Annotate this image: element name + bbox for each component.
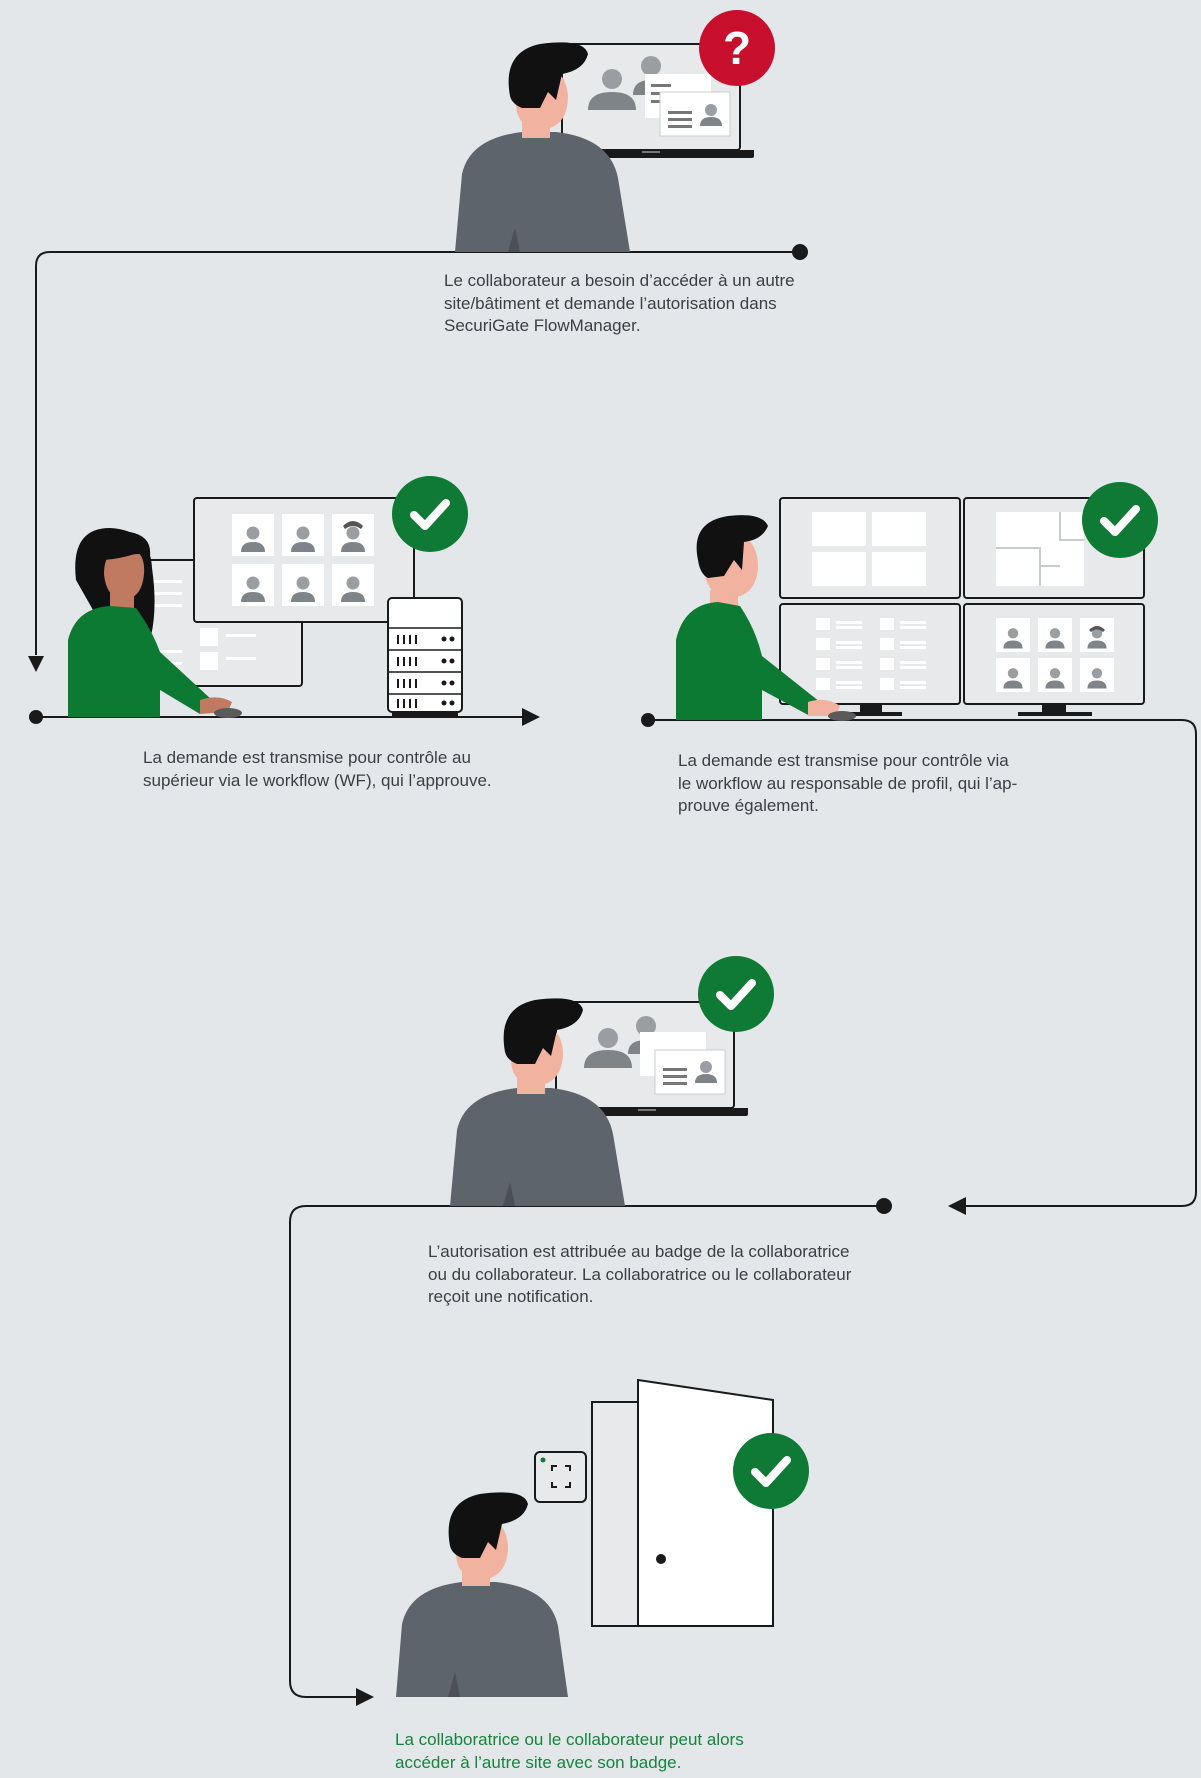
person-female-seated <box>68 528 242 718</box>
arrow-right-icon <box>522 708 540 726</box>
door-icon <box>591 1378 774 1627</box>
step5-illustration <box>396 1378 809 1697</box>
step1-illustration: ? <box>455 10 775 252</box>
person-male-back <box>455 42 630 252</box>
person-male-back <box>450 998 625 1206</box>
badge-reader-icon <box>534 1451 587 1503</box>
checkmark-icon <box>733 1433 809 1509</box>
arrow-down-icon <box>28 656 44 672</box>
step1-caption: Le collaborateur a besoin d’accéder à un… <box>444 271 795 335</box>
step4-caption: L’autorisation est attribuée au badge de… <box>428 1242 852 1306</box>
person-male-back <box>396 1492 568 1697</box>
step3-caption: La demande est transmise pour contrôle v… <box>678 751 1018 815</box>
laptop <box>556 43 754 158</box>
front-monitor-profiles <box>193 497 415 623</box>
monitor-wall <box>779 497 1145 716</box>
step3-illustration <box>676 482 1158 721</box>
question-mark-icon: ? <box>699 10 775 86</box>
connector-1-to-2 <box>35 251 800 655</box>
connector-4-to-5 <box>289 1205 884 1698</box>
step4-illustration <box>450 956 774 1206</box>
checkmark-icon <box>698 956 774 1032</box>
step2-caption: La demande est transmise pour contrôle a… <box>143 748 492 790</box>
person-male-seated <box>676 515 856 721</box>
question-mark-glyph: ? <box>723 22 751 74</box>
laptop <box>550 1001 748 1116</box>
step5-caption: La collaboratrice ou le collaborateur pe… <box>395 1730 744 1772</box>
checkmark-icon <box>1082 482 1158 558</box>
arrow-right-icon <box>356 1688 374 1706</box>
connector-3-to-4 <box>648 719 1197 1207</box>
step2-illustration <box>68 476 468 718</box>
checkmark-icon <box>392 476 468 552</box>
arrow-left-icon <box>948 1197 966 1215</box>
avatar-card-icons <box>588 56 731 137</box>
flow-markers <box>28 244 966 1706</box>
server-rack-icon <box>387 597 463 717</box>
